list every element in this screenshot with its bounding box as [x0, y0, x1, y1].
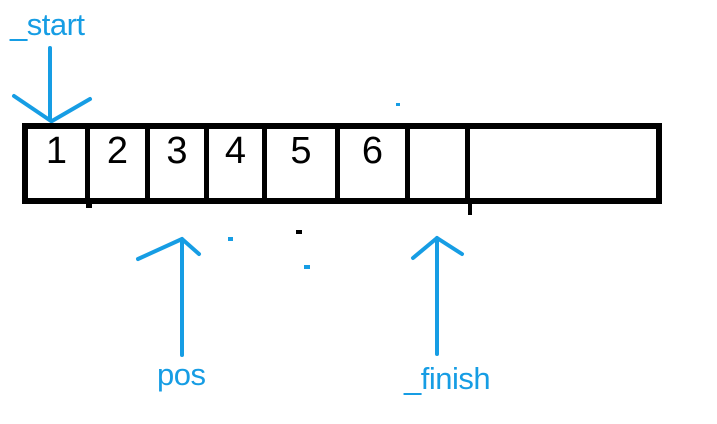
pos-label: pos	[157, 357, 206, 392]
pos-arrow-up-icon	[136, 237, 201, 357]
stray-dash-mark	[296, 230, 302, 234]
start-arrow-down-icon	[12, 46, 92, 123]
finish-arrow-up-icon	[411, 236, 464, 356]
array-cell-1: 1	[28, 129, 90, 198]
array-box: 1 2 3 4 5 6	[22, 123, 662, 204]
array-cell-2: 2	[90, 129, 150, 198]
array-cell-6: 6	[340, 129, 410, 198]
array-cell-empty-8	[470, 129, 656, 198]
finish-label: _finish	[404, 361, 491, 396]
stray-dash-mark	[304, 265, 310, 269]
array-cell-5: 5	[267, 129, 340, 198]
stray-dot-mark	[396, 103, 400, 106]
divider-overshoot-mark	[468, 202, 472, 215]
stray-dash-mark	[228, 237, 233, 241]
array-cell-3: 3	[150, 129, 209, 198]
start-label: _start	[10, 7, 85, 42]
array-cell-4: 4	[209, 129, 267, 198]
array-cell-empty-7	[410, 129, 470, 198]
divider-overshoot-mark	[86, 202, 92, 208]
